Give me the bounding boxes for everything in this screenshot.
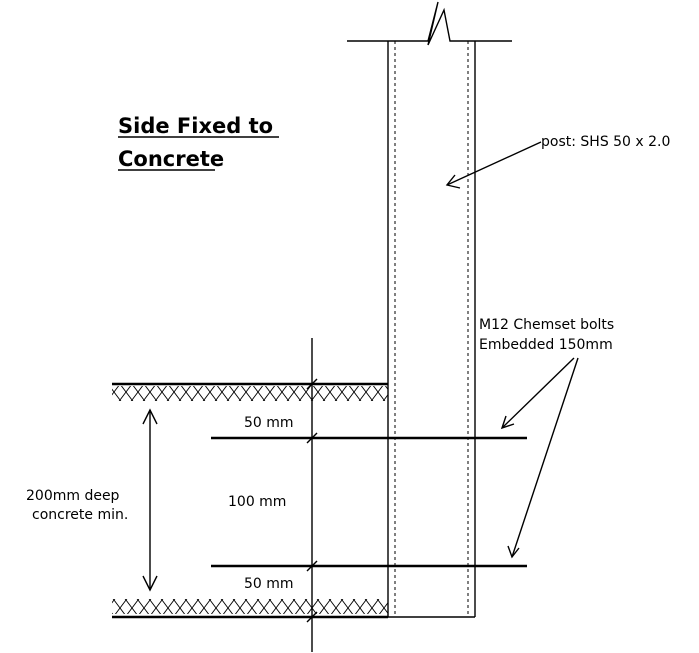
post-callout-leader bbox=[445, 141, 542, 189]
dimension-top-label: 50 mm bbox=[244, 415, 294, 431]
concrete-top-surface bbox=[112, 382, 388, 401]
bolt-callout-leaders bbox=[500, 357, 579, 559]
post-callout-label: post: SHS 50 x 2.0 bbox=[541, 134, 670, 150]
title-block: Side Fixed to Concrete bbox=[118, 114, 279, 171]
title-line-1: Side Fixed to bbox=[118, 114, 273, 138]
bolt-callout-label-2: Embedded 150mm bbox=[479, 337, 613, 353]
depth-label-line-2: concrete min. bbox=[32, 507, 128, 523]
dimension-line-vertical bbox=[306, 338, 318, 652]
concrete-bottom-surface bbox=[112, 599, 388, 619]
dimension-bottom-label: 50 mm bbox=[244, 576, 294, 592]
post-top-break bbox=[347, 1, 512, 46]
dimension-middle-label: 100 mm bbox=[228, 494, 286, 510]
bolt-callout-label-1: M12 Chemset bolts bbox=[479, 317, 614, 333]
title-line-2: Concrete bbox=[118, 147, 224, 171]
concrete-depth-arrow bbox=[142, 408, 158, 592]
depth-label-line-1: 200mm deep bbox=[26, 488, 120, 504]
post-shs bbox=[387, 41, 476, 618]
